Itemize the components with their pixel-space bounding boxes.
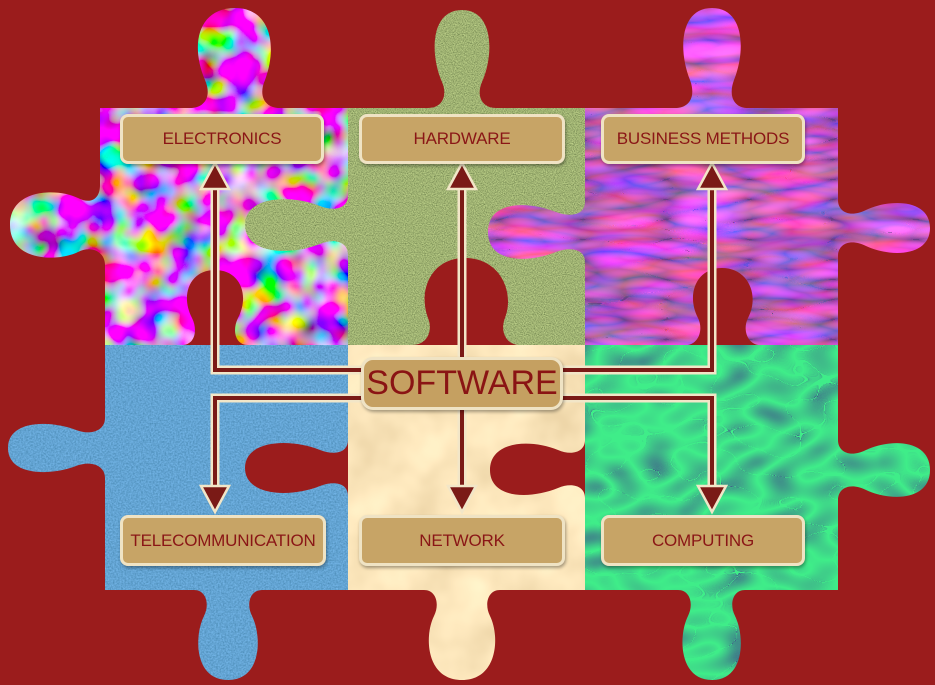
arrow-up-business-methods xyxy=(695,160,729,191)
node-hardware-label: HARDWARE xyxy=(413,129,511,148)
node-telecommunication: TELECOMMUNICATION xyxy=(120,515,326,566)
node-electronics-label: ELECTRONICS xyxy=(162,129,282,148)
telecommunication-piece xyxy=(8,345,348,680)
node-software: SOFTWARE xyxy=(361,357,563,410)
arrow-up-electronics xyxy=(198,160,232,191)
connector-lines xyxy=(210,178,717,495)
electronics-piece xyxy=(10,8,348,345)
node-business-methods-label: BUSINESS METHODS xyxy=(616,129,790,148)
node-computing-label: COMPUTING xyxy=(651,530,755,550)
arrow-up-hardware xyxy=(445,160,479,191)
node-network: NETWORK xyxy=(359,515,565,566)
arrow-down-computing xyxy=(695,484,729,515)
node-electronics: ELECTRONICS xyxy=(120,114,324,164)
computing-piece xyxy=(585,345,930,680)
node-computing: COMPUTING xyxy=(601,515,805,566)
node-hardware: HARDWARE xyxy=(359,114,565,164)
arrow-down-network xyxy=(445,484,479,515)
arrow-down-telecommunication xyxy=(198,484,232,515)
node-software-label: SOFTWARE xyxy=(366,364,558,402)
node-business-methods: BUSINESS METHODS xyxy=(601,114,805,164)
node-network-label: NETWORK xyxy=(419,530,505,550)
arrowheads xyxy=(198,160,729,515)
node-telecommunication-label: TELECOMMUNICATION xyxy=(130,530,316,550)
